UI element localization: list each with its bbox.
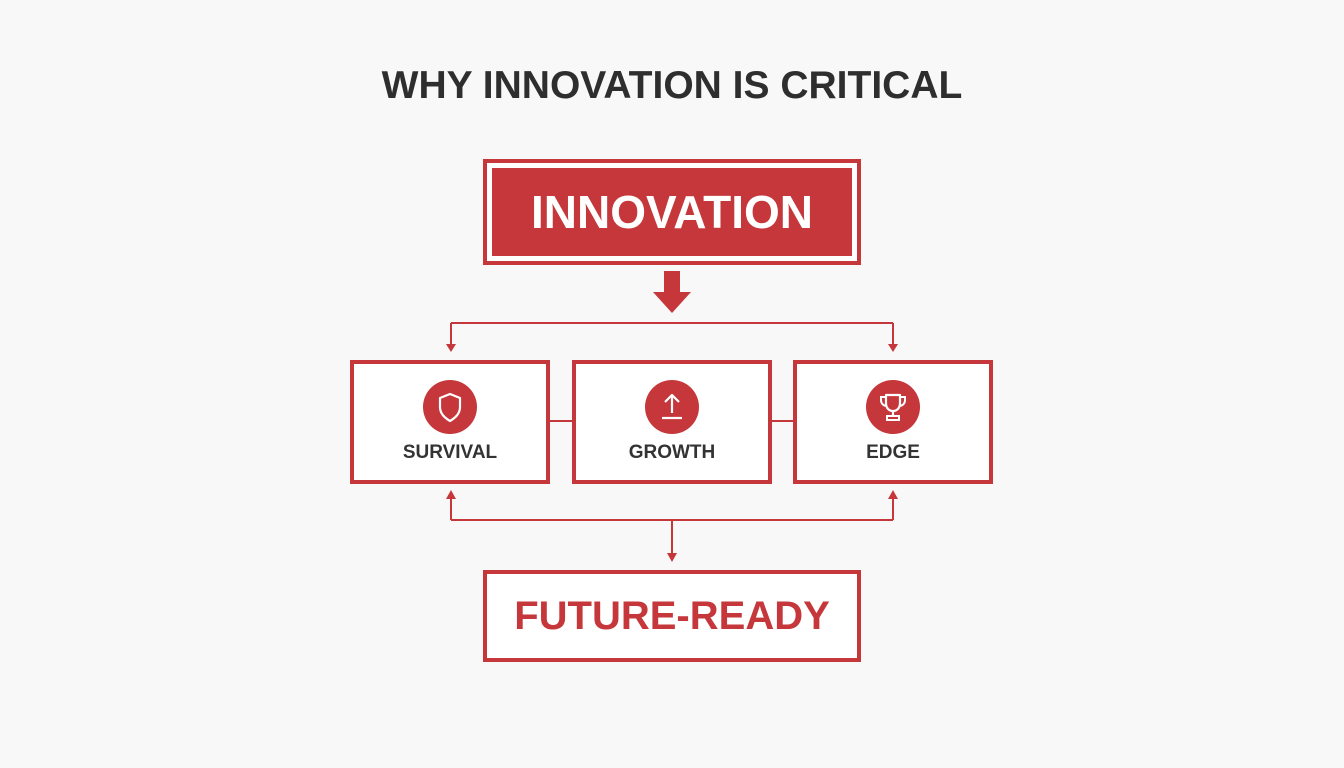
pillar-label-edge: EDGE: [866, 442, 920, 463]
diagram-title: WHY INNOVATION IS CRITICAL: [381, 64, 963, 107]
arrowhead-up-edge: [888, 490, 898, 499]
innovation-node-fill: INNOVATION: [492, 168, 852, 256]
upload-arrow-icon: [645, 380, 699, 434]
arrowhead-up-survival: [446, 490, 456, 499]
arrowhead-edge: [888, 344, 898, 352]
pillar-survival: SURVIVAL: [350, 360, 550, 484]
pillar-label-survival: SURVIVAL: [402, 442, 498, 463]
trophy-icon: [866, 380, 920, 434]
down-arrow-icon: [653, 271, 691, 313]
distribution-bracket: [450, 322, 894, 345]
pillar-edge: EDGE: [793, 360, 993, 484]
arrowhead-survival: [446, 344, 456, 352]
innovation-node: INNOVATION: [483, 159, 861, 265]
future-ready-label: FUTURE-READY: [514, 593, 830, 638]
pillar-label-growth: GROWTH: [628, 442, 716, 463]
arrowhead-future-ready: [667, 553, 677, 562]
future-ready-node: FUTURE-READY: [483, 570, 861, 662]
pillar-growth: GROWTH: [572, 360, 772, 484]
shield-icon: [423, 380, 477, 434]
innovation-label: INNOVATION: [531, 186, 813, 238]
convergence-bracket: [450, 498, 894, 554]
